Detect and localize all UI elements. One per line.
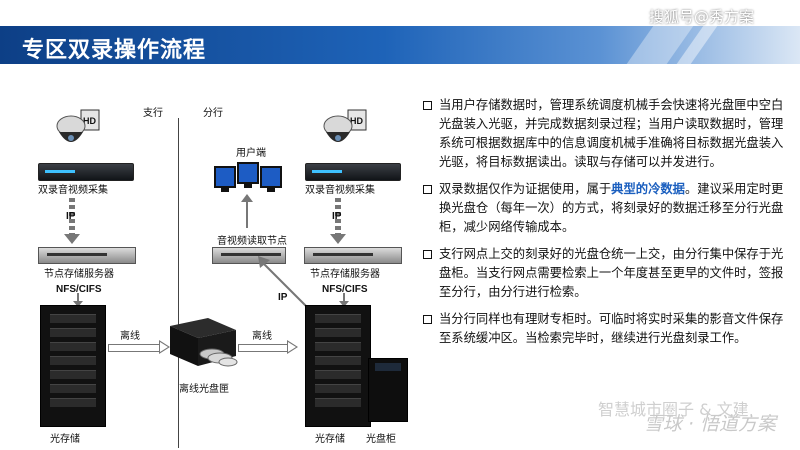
column-divider xyxy=(178,118,179,448)
highlight-text: 典型的冷数据 xyxy=(611,182,685,196)
ip-label-diagonal: IP xyxy=(278,292,288,303)
bullet-text: 。建议采用定时更换光盘仓（每年一次）的方式，将刻录好的数据迁移至分行光盘柜，减少… xyxy=(439,182,784,234)
label-branch-sub: 支行 xyxy=(143,108,163,119)
bullet-item: 当用户存储数据时，管理系统调度机械手会快速将光盘匣中空白光盘装入光驱，并完成数据… xyxy=(423,96,785,172)
offline-label-right: 离线 xyxy=(252,331,272,342)
disc-box-label: 离线光盘匣 xyxy=(179,384,229,395)
camera-icon: HD xyxy=(56,109,100,142)
page-title: 专区双录操作流程 xyxy=(22,38,207,63)
bullet-box-icon xyxy=(423,101,432,110)
hd-badge: HD xyxy=(350,116,363,126)
recorder-label-left: 双录音视频采集 xyxy=(38,185,108,196)
disc-magazine-icon xyxy=(170,318,238,367)
bullet-item: 支行网点上交的刻录好的光盘仓统一上交，由分行集中保存于光盘柜。当支行网点需要检索… xyxy=(423,245,785,302)
link-arrow xyxy=(241,194,253,228)
node-server-label-right: 节点存储服务器 xyxy=(310,269,380,280)
disc-cabinet-label: 光盘柜 xyxy=(366,434,396,445)
camera-icon: HD xyxy=(323,109,367,142)
watermark-bottom-2: 雪球 · 悟道方案 xyxy=(643,413,776,435)
monitor-icon xyxy=(260,166,282,192)
bullet-box-icon xyxy=(423,315,432,324)
title-banner: 专区双录操作流程 xyxy=(0,26,800,64)
storage-label-right: 光存储 xyxy=(315,434,345,445)
bullet-text: 当用户存储数据时，管理系统调度机械手会快速将光盘匣中空白光盘装入光驱，并完成数据… xyxy=(439,98,784,169)
node-server-label-left: 节点存储服务器 xyxy=(44,269,114,280)
ip-link-left xyxy=(64,198,80,244)
watermark-top: 搜狐号@秀方案 xyxy=(648,8,754,26)
offline-label-left: 离线 xyxy=(120,331,140,342)
hd-badge: HD xyxy=(83,116,96,126)
node-server-left xyxy=(38,247,136,264)
ip-label-right: IP xyxy=(332,211,342,222)
av-recorder-left xyxy=(38,163,134,181)
optical-storage-rack-right xyxy=(305,305,371,427)
protocol-label-right: NFS/CIFS xyxy=(322,284,368,295)
disc-cabinet xyxy=(368,358,408,422)
description-panel: 当用户存储数据时，管理系统调度机械手会快速将光盘匣中空白光盘装入光驱，并完成数据… xyxy=(423,96,785,356)
link-arrow xyxy=(339,293,349,307)
user-terminal-label: 用户端 xyxy=(236,148,266,159)
monitor-icon xyxy=(214,166,236,192)
protocol-label-left: NFS/CIFS xyxy=(56,284,102,295)
offline-arrow-right xyxy=(238,340,298,354)
node-server-right xyxy=(304,247,402,264)
label-branch-main: 分行 xyxy=(203,108,223,119)
recorder-label-right: 双录音视频采集 xyxy=(305,185,375,196)
bullet-item: 双录数据仅作为证据使用，属于典型的冷数据。建议采用定时更换光盘仓（每年一次）的方… xyxy=(423,180,785,237)
av-read-node-label: 音视频读取节点 xyxy=(217,236,287,247)
bullet-box-icon xyxy=(423,250,432,259)
bullet-item: 当分行同样也有理财专柜时。可临时将实时采集的影音文件保存至系统缓冲区。当检索完毕… xyxy=(423,310,785,348)
link-arrow xyxy=(73,293,83,307)
bullet-text: 当分行同样也有理财专柜时。可临时将实时采集的影音文件保存至系统缓冲区。当检索完毕… xyxy=(439,312,784,345)
bullet-text: 支行网点上交的刻录好的光盘仓统一上交，由分行集中保存于光盘柜。当支行网点需要检索… xyxy=(439,247,784,299)
ip-link-right xyxy=(330,198,346,244)
bullet-box-icon xyxy=(423,185,432,194)
bullet-text: 双录数据仅作为证据使用，属于 xyxy=(439,182,612,196)
av-recorder-right xyxy=(305,163,401,181)
storage-label-left: 光存储 xyxy=(50,434,80,445)
offline-arrow-left xyxy=(108,340,170,354)
ip-label-left: IP xyxy=(66,211,76,222)
monitor-icon xyxy=(237,162,259,188)
watermark-bottom-1: 智慧城市圈子 & 文建 xyxy=(598,400,749,419)
optical-storage-rack-left xyxy=(40,305,106,427)
